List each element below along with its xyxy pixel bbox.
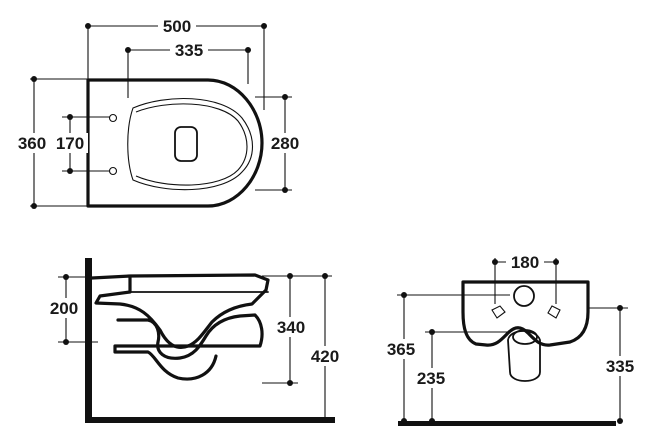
- front-view-water-inlet: [513, 285, 535, 307]
- front-view-left-bolt-hole: [491, 305, 506, 319]
- dim-280: 280: [271, 134, 299, 153]
- top-view-bolt-hole-lower: [108, 166, 118, 176]
- dim-235: 235: [417, 369, 445, 388]
- front-view: 180 365 235 335: [384, 252, 640, 426]
- dim-365: 365: [387, 340, 415, 359]
- top-view: 500 335 360 170 280: [14, 16, 304, 209]
- front-view-body: [461, 280, 590, 347]
- side-view-floor: [85, 417, 335, 423]
- top-view-bolt-hole-upper: [108, 113, 118, 123]
- dim-340: 340: [277, 318, 305, 337]
- dim-420: 420: [311, 347, 339, 366]
- side-view-trap: [113, 313, 264, 381]
- top-view-rim-edge: [135, 103, 248, 186]
- dim-500: 500: [163, 17, 191, 36]
- front-view-floor: [398, 421, 616, 426]
- side-view-bowl: [90, 273, 270, 350]
- dim-335-front: 335: [606, 357, 634, 376]
- dim-200: 200: [50, 299, 78, 318]
- top-view-bowl-opening: [127, 97, 253, 191]
- dim-170: 170: [56, 134, 84, 153]
- front-view-outlet-opening: [512, 329, 538, 345]
- side-view-wall: [85, 258, 92, 422]
- side-view: 200 340 420: [46, 258, 344, 423]
- top-view-outline: [86, 78, 264, 208]
- top-view-water-hole: [174, 126, 198, 162]
- dim-335-top: 335: [175, 41, 203, 60]
- dim-180: 180: [511, 253, 539, 272]
- front-view-right-bolt-hole: [547, 305, 561, 319]
- dim-360: 360: [18, 134, 46, 153]
